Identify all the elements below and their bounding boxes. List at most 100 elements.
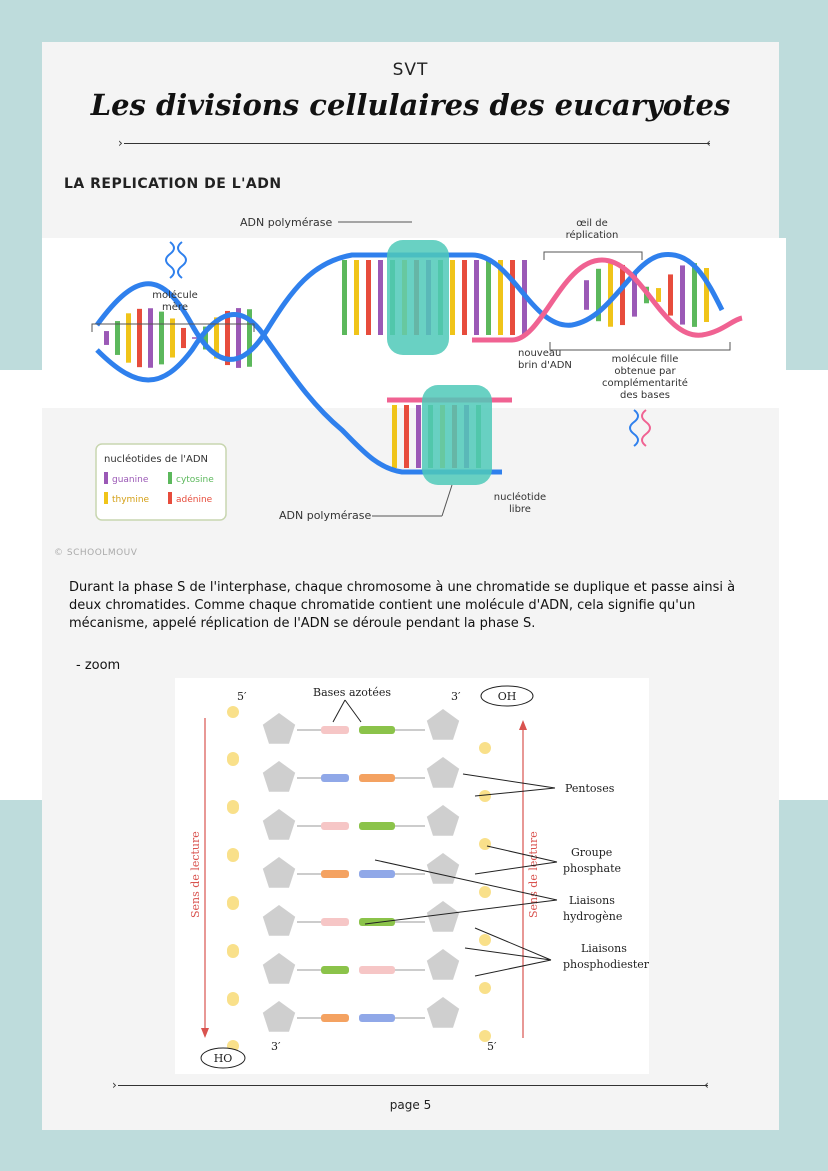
- footer-divider: [118, 1085, 708, 1086]
- legend-swatch-adenine: [168, 492, 172, 504]
- base-pair: [225, 310, 230, 366]
- hydrogene-label: hydrogène: [563, 910, 622, 923]
- pentose-left: [262, 809, 296, 840]
- base-bar: [321, 774, 349, 782]
- legend-swatch-cytosine: [168, 472, 172, 484]
- nucleotide-rows: [227, 706, 491, 1052]
- eye-bracket: [543, 251, 643, 260]
- three-prime-top: 3′: [451, 690, 461, 703]
- base-pair: [404, 405, 409, 468]
- phosphate-dot: [479, 790, 491, 802]
- title-divider: [124, 143, 710, 144]
- label-mother-1: molécule: [152, 289, 198, 301]
- base-bar: [359, 822, 395, 830]
- label-new-strand-2: brin d'ADN: [518, 360, 572, 371]
- base-bar: [359, 870, 395, 878]
- document-page: SVT Les divisions cellulaires des eucary…: [42, 42, 779, 1130]
- legend-title: nucléotides de l'ADN: [104, 453, 208, 465]
- base-pair: [148, 308, 153, 368]
- label-free-2: libre: [509, 504, 531, 515]
- liaisons-phospho-label: Liaisons: [581, 942, 627, 955]
- footer-ornament-left: ›: [112, 1078, 117, 1092]
- legend-thymine: thymine: [112, 495, 150, 505]
- base-pair: [498, 260, 503, 335]
- oh-label: OH: [498, 690, 517, 703]
- label-polymerase-top: ADN polymérase: [240, 216, 332, 229]
- zoom-label: - zoom: [76, 658, 121, 673]
- base-pair: [510, 260, 515, 335]
- phosphate-dot: [227, 994, 239, 1006]
- base-bar: [321, 822, 349, 830]
- pentose-right: [426, 949, 460, 980]
- phosphate-dot: [227, 898, 239, 910]
- phosphodiester-label: phosphodiester: [563, 958, 649, 971]
- mother-bracket: [91, 323, 255, 332]
- pentoses-label: Pentoses: [565, 782, 615, 795]
- copyright-text: SCHOOLMOUV: [66, 548, 138, 558]
- base-pair: [632, 273, 637, 317]
- phosphate-dot: [227, 802, 239, 814]
- base-pair: [596, 268, 601, 322]
- phosphate-dot: [227, 754, 239, 766]
- dna-polymerase-bottom: [422, 385, 492, 485]
- dna-zoom-diagram: Sens de lecture Sens de lecture 5′ Bases…: [175, 678, 649, 1074]
- base-pair: [656, 288, 661, 302]
- phosphate-dot: [479, 1030, 491, 1042]
- base-pair: [170, 318, 175, 358]
- daughter-bracket: [549, 342, 731, 351]
- pentose-right: [426, 853, 460, 884]
- arrowhead-left: [201, 1028, 209, 1038]
- legend-swatch-thymine: [104, 492, 108, 504]
- base-pair: [416, 405, 421, 468]
- base-pair: [126, 313, 131, 363]
- pentose-left: [262, 761, 296, 792]
- pentose-right: [426, 901, 460, 932]
- label-daughter-3: complémentarité: [602, 377, 688, 389]
- label-daughter-2: obtenue par: [614, 366, 676, 377]
- label-polymerase-bottom: ADN polymérase: [279, 509, 371, 522]
- base-bar: [321, 1014, 349, 1022]
- three-prime-bottom: 3′: [271, 1040, 281, 1053]
- five-prime-top: 5′: [237, 690, 247, 703]
- bases-leader-1: [332, 699, 346, 723]
- subject-heading: SVT: [392, 60, 429, 80]
- base-pair: [115, 321, 120, 355]
- base-pair: [104, 331, 109, 345]
- phosphate-dot: [479, 886, 491, 898]
- page-title: Les divisions cellulaires des eucaryotes: [90, 88, 731, 122]
- base-pair: [236, 308, 241, 368]
- dna-replication-figure: ADN polymérase œil de réplication molécu…: [42, 216, 786, 522]
- base-pair: [608, 263, 613, 327]
- legend-adenine: adénine: [176, 494, 213, 505]
- pentose-right: [426, 805, 460, 836]
- base-pair: [704, 268, 709, 322]
- copyright-mark: © SCHOOLMOUV: [54, 548, 138, 558]
- base-pair: [474, 260, 479, 335]
- base-bar: [359, 774, 395, 782]
- section-heading: LA REPLICATION DE L'ADN: [64, 176, 282, 192]
- label-daughter-1: molécule fille: [612, 353, 679, 365]
- phosphate-dot: [479, 934, 491, 946]
- base-pair: [203, 326, 208, 350]
- base-pair: [247, 309, 252, 367]
- base-pair: [159, 311, 164, 365]
- label-free-1: nucléotide: [494, 491, 546, 503]
- pentose-left: [262, 857, 296, 888]
- body-paragraph: Durant la phase S de l'interphase, chaqu…: [69, 580, 736, 631]
- base-bar: [321, 726, 349, 734]
- parent-strand-blue-2: [95, 312, 502, 475]
- pentose-left: [262, 713, 296, 744]
- parent-strand-blue: [94, 252, 725, 362]
- base-bar: [359, 1014, 395, 1022]
- leader-polymerase-bottom-2: [441, 484, 453, 517]
- base-pair: [450, 260, 455, 335]
- label-mother-2: mère: [162, 301, 188, 313]
- page-number: page 5: [389, 1098, 432, 1112]
- base-bar: [321, 966, 349, 974]
- legend-guanine: guanine: [112, 475, 149, 485]
- base-bar: [321, 918, 349, 926]
- base-pair: [342, 260, 347, 335]
- ho-badge: [200, 1047, 246, 1069]
- footer-ornament-right: ‹: [704, 1078, 709, 1092]
- phosphate-dot: [479, 982, 491, 994]
